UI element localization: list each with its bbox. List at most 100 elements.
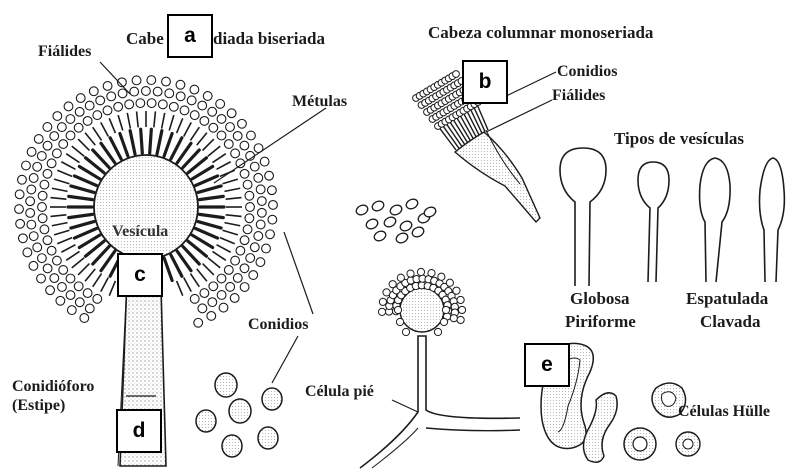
conidium <box>407 270 414 277</box>
conidium <box>190 111 199 120</box>
conidium <box>57 123 66 132</box>
conidium <box>224 266 233 275</box>
phialide <box>184 278 192 292</box>
conidium <box>103 106 112 115</box>
conidium <box>217 131 226 140</box>
conidium <box>379 298 386 305</box>
conidia-cluster-drawing <box>196 373 282 457</box>
conidium <box>142 87 151 96</box>
conidium <box>27 185 36 194</box>
conidium <box>158 100 167 109</box>
conidium <box>231 149 240 158</box>
vesicle-clavada <box>760 158 785 282</box>
conidium <box>227 109 236 118</box>
conidium <box>180 106 189 115</box>
conidium <box>147 76 156 85</box>
conidium <box>265 171 274 180</box>
conidium <box>43 123 52 132</box>
phialide <box>54 230 69 235</box>
phialide <box>93 274 102 287</box>
conidium <box>169 102 178 111</box>
phialide <box>54 179 69 184</box>
label-celulas-hulle: Células Hülle <box>678 404 770 420</box>
phialide <box>85 269 95 281</box>
conidium <box>46 286 55 295</box>
conidium <box>226 282 235 291</box>
conidium <box>373 229 388 242</box>
panel-box-d: d <box>116 409 162 453</box>
conidium <box>262 244 271 253</box>
conidium <box>219 303 228 312</box>
conidium <box>15 190 24 199</box>
phialide <box>78 139 89 150</box>
conidium <box>132 76 141 85</box>
vesicle-piriforme <box>638 162 669 282</box>
label-espatulada: Espatulada <box>686 290 768 307</box>
phialide <box>203 264 214 275</box>
conidium <box>66 291 75 300</box>
panel-box-b: b <box>462 60 508 104</box>
conidium <box>250 243 259 252</box>
metula <box>199 196 223 199</box>
phialide <box>226 215 242 217</box>
conidium <box>125 100 134 109</box>
metula <box>199 214 223 217</box>
phialide <box>224 223 240 226</box>
phialide <box>220 238 235 244</box>
heading-vesicle-types: Tipos de vesículas <box>614 130 744 147</box>
conidium <box>136 99 145 108</box>
conidium <box>417 268 424 275</box>
conidium <box>23 248 32 257</box>
conidium <box>22 161 31 170</box>
small-conidiophore-drawing <box>360 268 520 468</box>
conidium <box>396 318 403 325</box>
conidium <box>83 289 92 298</box>
scattered-conidia <box>355 197 438 244</box>
conidium <box>230 294 239 303</box>
conidium <box>450 315 457 322</box>
phialide <box>109 281 115 296</box>
phialide <box>448 119 464 144</box>
metula <box>74 176 96 186</box>
label-conidios-top: Conidios <box>557 64 617 80</box>
conidium <box>250 162 259 171</box>
phialide <box>213 154 226 163</box>
label-clavada: Clavada <box>700 313 760 330</box>
conidium <box>378 308 385 315</box>
conidium <box>47 246 56 255</box>
vesicle-types-drawing <box>560 148 784 286</box>
conidium <box>200 289 209 298</box>
leader-conidios-top <box>500 72 556 99</box>
conidium <box>89 87 98 96</box>
leader-celula-pie <box>392 400 418 412</box>
conidium <box>43 264 52 273</box>
phialide <box>52 223 68 226</box>
conidium <box>411 225 426 238</box>
phialide <box>78 264 89 275</box>
phialide <box>452 117 468 142</box>
heading-biseriate-left: Cabe <box>126 30 164 47</box>
conidium <box>37 152 46 161</box>
conidium <box>268 215 277 224</box>
conidium <box>80 314 89 323</box>
conidium <box>208 298 217 307</box>
label-vesicula: Vesícula <box>112 224 168 240</box>
conidium <box>40 180 49 189</box>
conidium <box>38 191 47 200</box>
phialide <box>61 245 75 253</box>
conidium <box>37 254 46 263</box>
conidium <box>383 215 398 228</box>
conidium <box>16 219 25 228</box>
conidium <box>198 101 207 110</box>
conidium <box>85 304 94 313</box>
phialide <box>109 118 115 133</box>
conidium <box>209 123 218 132</box>
conidium <box>355 203 370 216</box>
conidium <box>37 274 46 283</box>
conidium <box>238 119 247 128</box>
conidium <box>40 225 49 234</box>
conidium <box>66 274 75 283</box>
conidium <box>67 306 76 315</box>
conidium <box>198 304 207 313</box>
